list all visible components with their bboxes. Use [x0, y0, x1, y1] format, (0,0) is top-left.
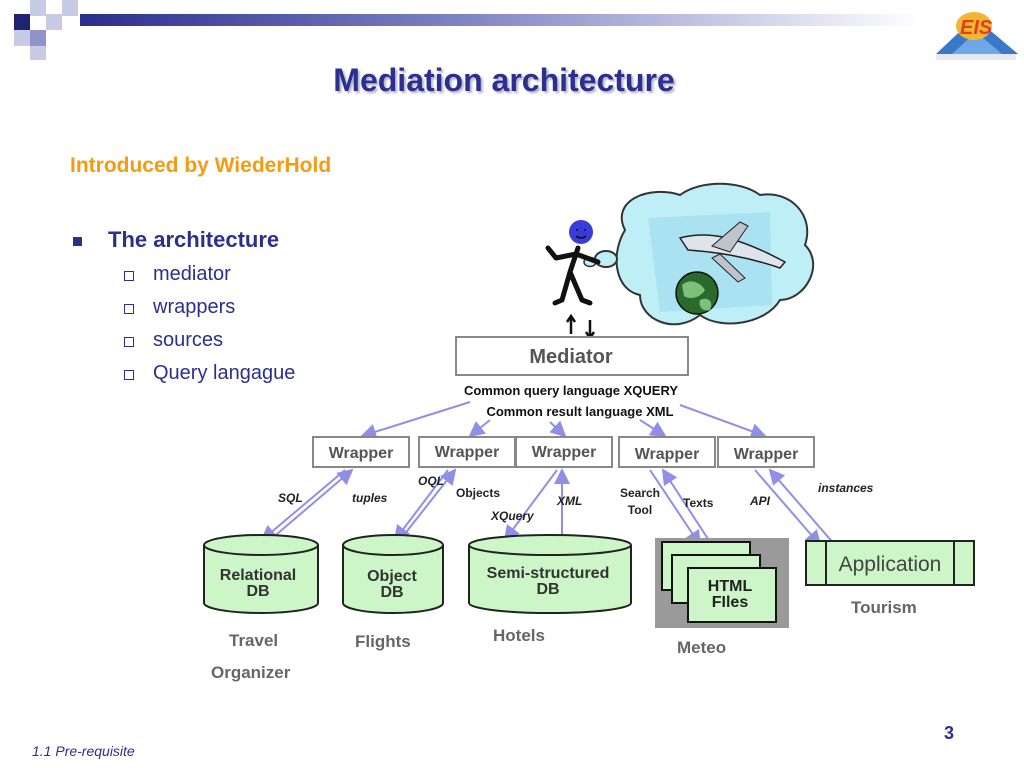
- caption-travel: Travel: [229, 631, 278, 650]
- relational-db-label-2: DB: [246, 583, 269, 600]
- texts-label: Texts: [683, 496, 714, 510]
- query-language-label: Common query language XQUERY: [464, 383, 678, 398]
- footer-section-label: 1.1 Pre-requisite: [32, 743, 135, 759]
- bullet-square-icon: [73, 237, 82, 246]
- relational-db-cylinder: Relational DB: [203, 534, 319, 614]
- instances-label: instances: [818, 481, 874, 495]
- wrapper-label: Wrapper: [329, 445, 394, 462]
- sub-bullet-square-icon: [124, 337, 134, 347]
- html-files-stack: HTML FIles: [655, 538, 789, 628]
- wrapper-row: Wrapper Wrapper Wrapper Wrapper Wrapper: [312, 436, 815, 468]
- wrapper-box: [515, 436, 613, 468]
- caption-flights: Flights: [355, 632, 411, 651]
- oql-label: OQL: [418, 474, 444, 488]
- mediator-wrapper-arrows: [360, 401, 767, 440]
- sql-label: SQL: [278, 491, 303, 505]
- wrapper-label: Wrapper: [435, 444, 500, 461]
- html-files-label-1: HTML: [708, 578, 753, 595]
- header-gradient-bar: [80, 14, 920, 26]
- caption-organizer: Organizer: [211, 663, 291, 682]
- mediator-label: Mediator: [529, 346, 613, 368]
- airplane-icon: [678, 221, 787, 283]
- sub-bullet-square-icon: [124, 271, 134, 281]
- semi-structured-db-cylinder: Semi-structured DB: [468, 534, 632, 614]
- eis-logo: EIS: [936, 12, 1018, 60]
- slide-subtitle: Introduced by WiederHold: [70, 154, 332, 177]
- search-tool-label-1: Search: [620, 486, 660, 500]
- sub-bullet-mediator: mediator: [153, 263, 231, 285]
- mediator-box: [455, 336, 689, 376]
- semi-structured-db-label-2: DB: [536, 581, 559, 598]
- wrapper-label: Wrapper: [734, 446, 799, 463]
- xquery-label: XQuery: [490, 509, 535, 523]
- globe-icon: [675, 271, 719, 315]
- sub-bullet-query-language: Query langague: [153, 362, 296, 384]
- result-language-label: Common result language XML: [486, 404, 673, 419]
- caption-hotels: Hotels: [493, 626, 545, 645]
- semi-structured-db-label-1: Semi-structured: [487, 565, 610, 582]
- user-figure-icon: [545, 220, 601, 341]
- wrapper-box: [717, 436, 815, 468]
- bullet-architecture: The architecture: [108, 227, 280, 252]
- html-files-label-2: FIles: [712, 594, 749, 611]
- edge-labels: SQL tuples OQL Objects XQuery XML Search…: [278, 474, 874, 523]
- sub-bullet-sources: sources: [153, 329, 224, 351]
- application-box: Application: [805, 540, 975, 586]
- source-captions: Travel Organizer Flights Hotels Meteo To…: [211, 598, 917, 682]
- wrapper-box: [312, 436, 410, 468]
- objects-label: Objects: [456, 486, 500, 500]
- object-db-label-2: DB: [380, 584, 403, 601]
- api-label: API: [749, 494, 771, 508]
- svg-text:EIS: EIS: [960, 17, 993, 39]
- caption-tourism: Tourism: [851, 598, 917, 617]
- search-tool-label-2: Tool: [628, 503, 652, 517]
- wrapper-source-arrows: [260, 468, 836, 547]
- slide-title: Mediation architecture: [333, 62, 675, 98]
- application-label: Application: [839, 553, 942, 576]
- xml-label: XML: [556, 494, 582, 508]
- sub-bullet-wrappers: wrappers: [153, 296, 236, 318]
- relational-db-label-1: Relational: [220, 567, 296, 584]
- caption-meteo: Meteo: [677, 638, 726, 657]
- object-db-cylinder: Object DB: [342, 534, 444, 614]
- wrapper-box: [618, 436, 716, 468]
- object-db-label-1: Object: [367, 568, 417, 585]
- wrapper-label: Wrapper: [532, 444, 597, 461]
- page-number: 3: [944, 723, 955, 743]
- sub-bullet-square-icon: [124, 304, 134, 314]
- thought-cloud: [583, 182, 815, 326]
- sub-bullet-square-icon: [124, 370, 134, 380]
- tuples-label: tuples: [352, 491, 388, 505]
- wrapper-label: Wrapper: [635, 446, 700, 463]
